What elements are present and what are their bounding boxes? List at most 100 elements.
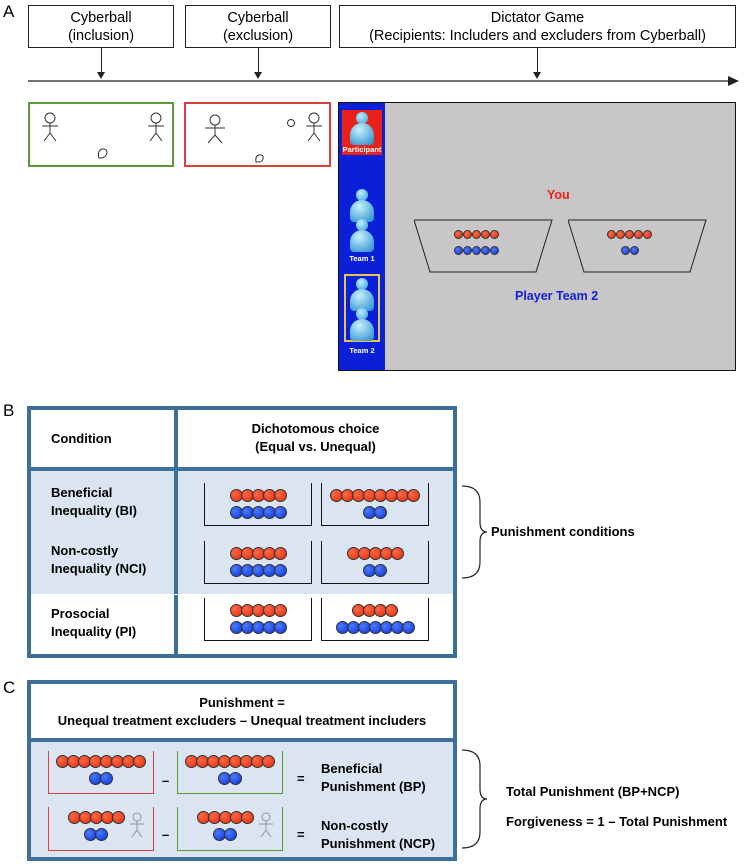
player-sidebar: Participant Team 1 Team 2 [339, 103, 385, 370]
dictator-game-screen: Participant Team 1 Team 2 You Player Tea… [338, 102, 736, 371]
panel-c-header-divider [31, 738, 453, 742]
bp-label-line2: Punishment (BP) [321, 779, 426, 794]
red-token [111, 811, 125, 824]
faint-player-figure-icon [130, 812, 144, 838]
red-token [625, 230, 634, 239]
hand-icon [97, 148, 108, 159]
blue-token [273, 621, 287, 634]
blue-token [224, 828, 237, 841]
bp-includer-bucket [177, 751, 283, 794]
red-token [490, 230, 499, 239]
bp-excluder-bucket [48, 751, 154, 794]
tick-dictator-arrow [533, 72, 541, 79]
red-token [454, 230, 463, 239]
red-token [273, 547, 287, 560]
header-divider [31, 467, 453, 471]
team1-avatar-icon [349, 189, 375, 223]
player-figure-icon [306, 112, 322, 142]
blue-token [490, 246, 499, 255]
red-token [607, 230, 616, 239]
blue-token [621, 246, 630, 255]
row-bi-label-line1: Beneficial [51, 485, 113, 500]
phase-inclusion-title: Cyberball [70, 10, 132, 26]
pi-equal-option[interactable] [204, 598, 312, 641]
phase-exclusion-box: Cyberball (exclusion) [185, 5, 331, 48]
punishment-formula-line1: Punishment = [31, 694, 453, 712]
blue-token [374, 564, 387, 577]
phase-exclusion-title: Cyberball [227, 10, 289, 26]
tick-exclusion-arrow [254, 72, 262, 79]
player-figure-icon [148, 112, 164, 142]
red-token [616, 230, 625, 239]
red-token [643, 230, 652, 239]
bp-label-line1: Beneficial [321, 761, 383, 776]
blue-token [454, 246, 463, 255]
team1-avatar-icon [349, 219, 375, 253]
team1-label: Team 1 [349, 254, 375, 263]
forgiveness-label: Forgiveness = 1 – Total Punishment [506, 814, 728, 829]
phase-inclusion-subtitle: (inclusion) [67, 28, 135, 44]
blue-token [229, 772, 242, 785]
row-divider [31, 594, 453, 595]
option-left-bucket[interactable] [414, 219, 554, 275]
timeline-arrow [28, 76, 739, 86]
red-token [390, 547, 404, 560]
punishment-formula-text1: Punishment = [199, 695, 285, 710]
phase-dictator-title: Dictator Game [490, 10, 585, 26]
panel-b-table: Condition Dichotomous choice (Equal vs. … [27, 406, 457, 658]
player-team2-label: Player Team 2 [515, 289, 599, 303]
ncp-equals: = [297, 827, 305, 842]
blue-token [100, 772, 113, 785]
participant-card[interactable]: Participant [342, 110, 382, 155]
you-label: You [547, 188, 570, 202]
tick-inclusion [101, 48, 102, 72]
row-pi-label-line2: Inequality (PI) [51, 624, 137, 639]
header-choice-text1: Dichotomous choice [251, 421, 380, 436]
nci-unequal-option[interactable] [321, 541, 429, 584]
pi-unequal-option[interactable] [321, 598, 429, 641]
red-token [634, 230, 643, 239]
player-figure-icon [42, 112, 58, 142]
red-token [463, 230, 472, 239]
cyberball-exclusion-screen [184, 102, 331, 167]
blue-token [481, 246, 490, 255]
header-choice-line1: Dichotomous choice [178, 420, 453, 438]
panel-c-label: C [3, 678, 16, 697]
phase-inclusion-box: Cyberball (inclusion) [28, 5, 174, 48]
bi-equal-option[interactable] [204, 483, 312, 526]
cyberball-inclusion-screen [28, 102, 174, 167]
punishment-conditions-brace [461, 485, 488, 579]
bp-minus: – [162, 773, 170, 788]
row-pi-label-line1: Prosocial [51, 606, 110, 621]
row-bi-label-line2: Inequality (BI) [51, 503, 137, 518]
participant-avatar-icon [349, 112, 375, 146]
ncp-includer-bucket [177, 807, 283, 851]
tick-dictator [537, 48, 538, 72]
bp-equals: = [297, 771, 305, 786]
punishment-formula-text2: Unequal treatment excluders – Unequal tr… [57, 713, 427, 728]
team2-label: Team 2 [349, 346, 375, 355]
punishment-conditions-label: Punishment conditions [491, 524, 635, 539]
total-punishment-label: Total Punishment (BP+NCP) [506, 784, 680, 799]
bi-unequal-option[interactable] [321, 483, 429, 526]
punishment-formula-line2: Unequal treatment excluders – Unequal tr… [31, 712, 453, 730]
red-token [385, 604, 398, 617]
blue-token [374, 506, 387, 519]
red-token [481, 230, 490, 239]
row-nci-label-line1: Non-costly [51, 543, 119, 558]
player-figure-icon [205, 114, 225, 144]
participant-label: Participant [342, 145, 382, 154]
red-token [262, 755, 275, 768]
ball-icon [287, 119, 295, 127]
team2-avatar-icon [349, 308, 375, 342]
red-token [133, 755, 146, 768]
ncp-label-line2: Punishment (NCP) [321, 836, 436, 851]
blue-token [95, 828, 108, 841]
blue-token [630, 246, 639, 255]
team2-card-selected[interactable] [344, 274, 380, 342]
option-right-bucket[interactable] [568, 219, 708, 275]
nci-equal-option[interactable] [204, 541, 312, 584]
ncp-minus: – [162, 827, 170, 842]
ncp-excluder-bucket [48, 807, 154, 851]
row-nci-label-line2: Inequality (NCI) [51, 561, 147, 576]
